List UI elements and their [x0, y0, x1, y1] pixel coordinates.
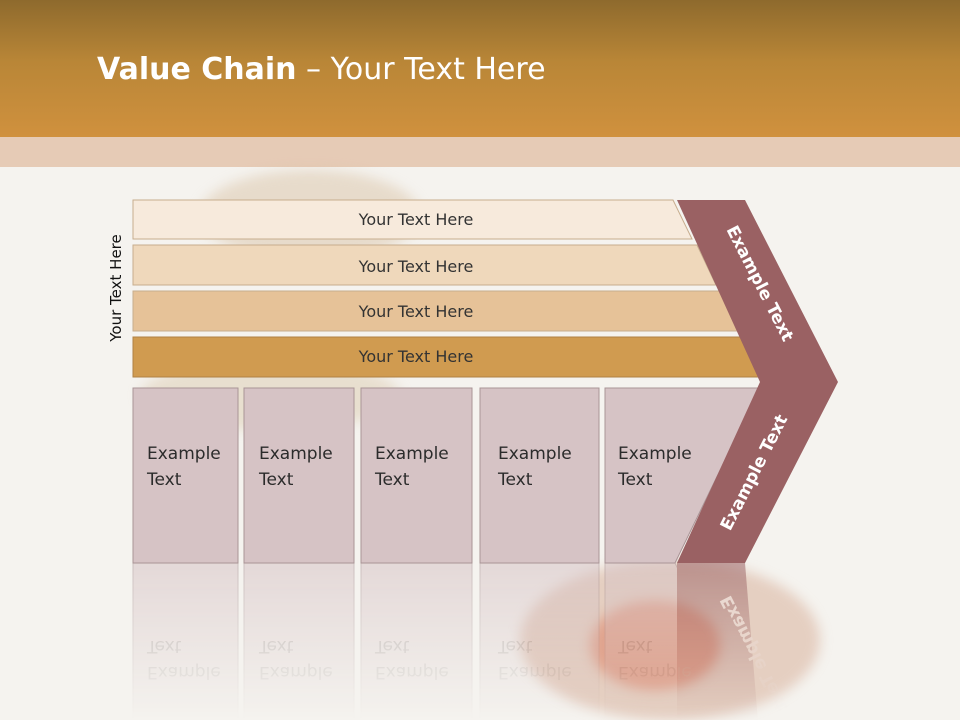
example-box [243, 387, 355, 564]
row-label: Your Text Here [358, 347, 474, 366]
row-shape [132, 199, 693, 240]
side-label: Your Text Here [107, 234, 125, 342]
box-label: Text [258, 470, 294, 490]
diagram-reflection: Text Example Text Example Text Example T… [132, 562, 792, 720]
chevron-arrow-reflection [677, 563, 758, 720]
box-label: Example [375, 444, 449, 464]
box-label-reflection: Example [618, 662, 692, 682]
box-label: Text [617, 470, 653, 490]
box-label: Example [147, 444, 221, 464]
example-box-reflection [132, 562, 239, 720]
example-box-reflection [243, 562, 355, 720]
box-label: Example [259, 444, 333, 464]
row-label: Your Text Here [358, 257, 474, 276]
box-label: Text [374, 470, 410, 490]
header-bar [0, 0, 960, 137]
box-label-reflection: Text [617, 636, 653, 656]
box-label-reflection: Example [147, 662, 221, 682]
example-box-reflection [360, 562, 473, 720]
box-label-reflection: Example [498, 662, 572, 682]
box-label-reflection: Text [258, 636, 294, 656]
box-label: Text [497, 470, 533, 490]
example-box [360, 387, 473, 564]
box-label-reflection: Text [146, 636, 182, 656]
title-rest: – Your Text Here [296, 52, 546, 87]
box-label-reflection: Text [374, 636, 410, 656]
row-label: Your Text Here [358, 210, 474, 229]
box-label-reflection: Text [497, 636, 533, 656]
box-label: Text [146, 470, 182, 490]
box-label: Example [618, 444, 692, 464]
box-label-reflection: Example [375, 662, 449, 682]
chevron-arrow [677, 200, 838, 563]
example-box [479, 387, 600, 564]
box-group: Example Text Example Text Example Text E… [132, 387, 761, 564]
title-bold: Value Chain [97, 52, 297, 87]
box-label-reflection: Example [259, 662, 333, 682]
box-label: Example [498, 444, 572, 464]
row-label: Your Text Here [358, 302, 474, 321]
slide-title: Value Chain – Your Text Here [97, 52, 546, 87]
example-box-reflection [479, 562, 600, 720]
row-group: Your Text Here Your Text Here Your Text … [132, 199, 763, 378]
header-band [0, 137, 960, 167]
